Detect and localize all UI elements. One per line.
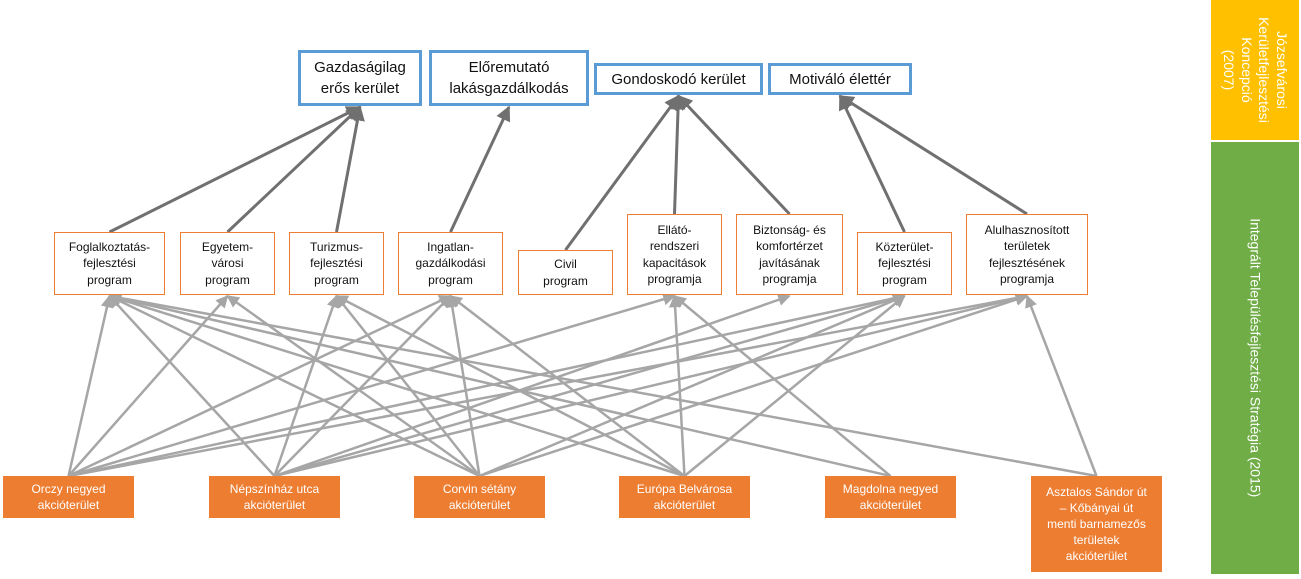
action-area-europa: Európa Belvárosa akcióterület — [619, 476, 750, 518]
action-area-orczy: Orczy negyed akcióterület — [3, 476, 134, 518]
program-care-system-capacity: Ellátó- rendszeri kapacitások programja — [627, 214, 722, 295]
side-band-strategy-2015: Integrált Településfejlesztési Stratégia… — [1211, 142, 1299, 574]
action-area-nepszinhaz: Népszínház utca akcióterület — [209, 476, 340, 518]
area-program-arrow-europa-to-kozterulet — [683, 295, 906, 477]
action-area-magdolna: Magdolna negyed akcióterület — [825, 476, 956, 518]
area-program-arrow-nepszinhaz-to-alulhasznositott — [274, 292, 1029, 478]
program-goal-arrow-kozterulet-to-motivalo — [838, 94, 906, 233]
area-program-arrow-corvin-to-kozterulet — [479, 294, 906, 478]
side-band-concept-label: Józsefvárosi Kerületfejlesztési Koncepci… — [1221, 17, 1291, 123]
area-program-arrow-asztalos-to-foglalkoztatas — [108, 291, 1097, 478]
program-employment: Foglalkoztatás- fejlesztési program — [54, 232, 165, 295]
area-program-arrow-nepszinhaz-to-ingatlan — [273, 295, 452, 477]
area-program-arrow-orczy-to-foglalkoztatas — [67, 294, 114, 477]
area-program-arrow-corvin-to-foglalkoztatas — [108, 294, 481, 478]
goal-caring-district: Gondoskodó kerület — [594, 63, 763, 95]
area-program-arrow-nepszinhaz-to-biztonsag — [274, 293, 791, 478]
side-band-strategy-label: Integrált Településfejlesztési Stratégia… — [1247, 218, 1264, 498]
area-program-arrow-nepszinhaz-to-turizmus — [273, 294, 339, 477]
side-band-concept-2007: Józsefvárosi Kerületfejlesztési Koncepci… — [1211, 0, 1299, 140]
program-university-town: Egyetem- városi program — [180, 232, 275, 295]
goal-forward-looking-housing: Előremutató lakásgazdálkodás — [429, 50, 589, 106]
program-goal-arrow-alulhasznositott-to-motivalo — [838, 94, 1028, 216]
program-goal-arrow-turizmus-to-gazdasag — [335, 105, 365, 233]
program-real-estate: Ingatlan- gazdálkodási program — [398, 232, 503, 295]
area-program-arrow-europa-to-foglalkoztatas — [108, 293, 685, 478]
program-civil: Civil program — [518, 250, 613, 295]
area-program-arrow-corvin-to-ingatlan — [446, 294, 481, 477]
area-program-arrow-orczy-to-egyetem — [67, 295, 229, 477]
area-program-arrow-europa-to-ingatlan — [449, 295, 686, 477]
program-public-space: Közterület- fejlesztési program — [857, 232, 952, 295]
area-program-arrow-europa-to-turizmus — [335, 294, 686, 478]
area-program-arrow-magdolna-to-foglalkoztatas — [108, 292, 891, 478]
area-program-arrow-nepszinhaz-to-kozterulet — [274, 293, 906, 478]
area-program-arrow-corvin-to-alulhasznositott — [479, 293, 1029, 478]
program-goal-arrow-biztonsag-to-gondoskodo — [677, 94, 791, 216]
area-program-arrow-orczy-to-ingatlan — [67, 294, 452, 478]
goal-economically-strong-district: Gazdaságilag erős kerület — [298, 50, 422, 106]
program-safety-and-comfort: Biztonság- és komfortérzet javításának p… — [736, 214, 843, 295]
program-goal-arrow-civil-to-gondoskodo — [564, 94, 680, 251]
goal-motivating-environment: Motiváló élettér — [768, 63, 912, 95]
area-program-arrow-orczy-to-ellato — [68, 293, 676, 478]
program-goal-arrow-ingatlan-to-lakas — [449, 105, 511, 233]
program-goal-arrow-ellato-to-gondoskodo — [670, 94, 686, 215]
program-tourism: Turizmus- fejlesztési program — [289, 232, 384, 295]
program-underused-areas: Alulhasznosított területek fejlesztéséne… — [966, 214, 1088, 295]
area-program-arrow-orczy-to-kozterulet — [68, 292, 906, 478]
area-program-arrow-corvin-to-turizmus — [335, 295, 481, 477]
area-program-arrow-magdolna-to-ellato — [673, 295, 892, 477]
area-program-arrow-europa-to-ellato — [668, 294, 686, 477]
area-program-arrow-orczy-to-alulhasznositott — [68, 291, 1029, 478]
action-area-corvin: Corvin sétány akcióterület — [414, 476, 545, 518]
area-program-arrow-asztalos-to-alulhasznositott — [1025, 294, 1098, 477]
area-program-arrow-nepszinhaz-to-foglalkoztatas — [108, 295, 276, 477]
action-area-asztalos: Asztalos Sándor út – Kőbányai út menti b… — [1031, 476, 1162, 572]
program-goal-arrow-foglalkoztatas-to-gazdasag — [108, 105, 362, 234]
program-goal-arrow-egyetem-to-gazdasag — [226, 105, 362, 234]
